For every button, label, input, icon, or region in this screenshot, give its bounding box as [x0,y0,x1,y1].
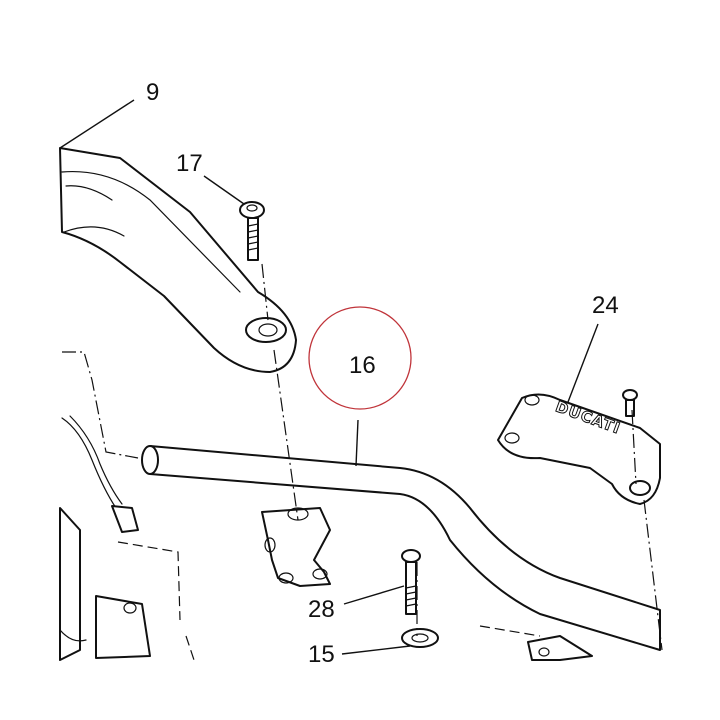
right-lower-bracket [527,635,593,661]
callout-28: 28 [308,596,335,623]
part-28-bolt [401,549,421,615]
leader-lines [59,99,599,655]
part-15-washer [401,628,439,648]
callout-17: 17 [176,150,203,177]
callout-15: 15 [308,641,335,668]
callout-24: 24 [592,292,619,319]
left-cable-assembly [59,415,151,661]
alignment-lines [62,263,663,661]
callout-16: 16 [349,352,376,379]
callout-9: 9 [146,79,159,106]
part-9-upper-arm [59,147,297,373]
part-17-screw [239,201,265,261]
part-24-top-clamp: DUCATI [497,389,661,505]
lower-clamp-bracket [261,507,331,587]
part-16-handlebar [141,445,661,651]
highlight-circle-16 [308,306,412,410]
